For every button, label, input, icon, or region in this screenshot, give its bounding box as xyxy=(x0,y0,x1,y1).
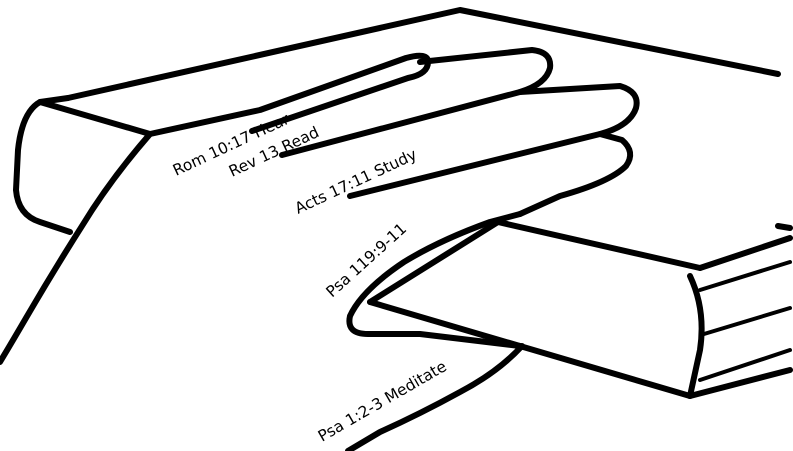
palm-lower-outline xyxy=(345,343,525,451)
hand xyxy=(0,47,640,451)
finger-little-outline xyxy=(517,131,634,217)
book2-right-pages xyxy=(698,260,792,382)
finger-middle-outline xyxy=(279,47,554,158)
bible-book xyxy=(13,7,793,235)
book-right-back xyxy=(775,223,793,231)
second-book xyxy=(367,219,793,399)
book2-right-top xyxy=(697,235,793,271)
finger-ring-outline xyxy=(347,83,640,199)
book2-right-bottom xyxy=(687,367,793,399)
book-top-edge xyxy=(65,7,781,101)
thumb-outline xyxy=(346,211,523,349)
book2-front xyxy=(367,299,693,399)
hand-wrist-outline xyxy=(0,131,153,365)
book2-spine xyxy=(687,273,705,399)
book2-top xyxy=(367,219,703,305)
book-spine-line xyxy=(37,99,153,137)
book-left-cover xyxy=(13,95,73,235)
